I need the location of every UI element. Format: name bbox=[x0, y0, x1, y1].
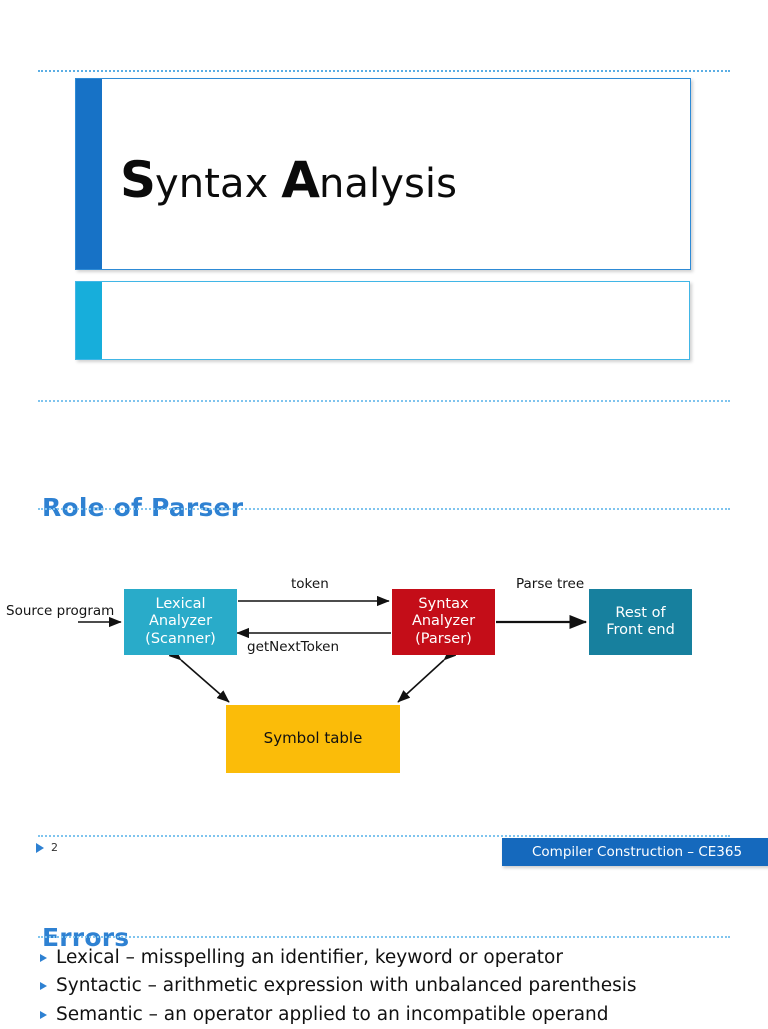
page-number: 2 bbox=[51, 841, 58, 854]
arrow-lexical-symbol bbox=[168, 648, 230, 703]
triangle-bullet-icon bbox=[40, 1010, 47, 1019]
list-item: Semantic – an operator applied to an inc… bbox=[40, 1001, 750, 1029]
diagram-box-lexical-analyzer: Lexical Analyzer (Scanner) bbox=[124, 589, 237, 655]
list-item: Syntactic – arithmetic expression with u… bbox=[40, 972, 750, 1000]
title-slide: Syntax Analysis bbox=[0, 0, 768, 410]
list-item-label: Syntactic – arithmetic expression with u… bbox=[56, 975, 637, 997]
title-main-box: Syntax Analysis bbox=[75, 78, 691, 270]
triangle-bullet-icon bbox=[36, 842, 44, 853]
errors-slide: Errors Lexical – misspelling an identifi… bbox=[0, 880, 768, 1025]
parser-footer-divider bbox=[38, 835, 730, 837]
diagram-box-syntax-analyzer: Syntax Analyzer (Parser) bbox=[392, 589, 495, 655]
title-rest-syntax: yntax bbox=[155, 161, 269, 207]
label-parse-tree: Parse tree bbox=[516, 576, 585, 592]
parser-section-heading: Role of Parser bbox=[42, 492, 244, 522]
title-rest-analysis: nalysis bbox=[318, 161, 458, 207]
title-cap-s: S bbox=[120, 151, 156, 209]
course-badge: Compiler Construction – CE365 bbox=[502, 838, 768, 866]
triangle-bullet-icon bbox=[40, 982, 47, 991]
page-number-group: 2 bbox=[36, 841, 58, 854]
list-item-label: Semantic – an operator applied to an inc… bbox=[56, 1003, 609, 1025]
title-accent-bar-sub bbox=[76, 282, 102, 359]
errors-heading-underline bbox=[38, 936, 730, 938]
label-token: token bbox=[291, 576, 329, 592]
diagram-box-symbol-table: Symbol table bbox=[226, 705, 400, 773]
arrow-syntax-symbol bbox=[397, 648, 457, 703]
list-item: Lexical – misspelling an identifier, key… bbox=[40, 944, 750, 972]
title-accent-bar-main bbox=[76, 79, 102, 269]
parser-heading-underline bbox=[38, 508, 730, 510]
parser-top-divider bbox=[38, 400, 730, 402]
title-top-divider bbox=[38, 70, 730, 72]
label-source-program: Source program bbox=[6, 603, 115, 619]
list-item-label: Lexical – misspelling an identifier, key… bbox=[56, 947, 563, 968]
parser-flow-diagram: Source program token getNextToken Parse … bbox=[0, 565, 768, 805]
label-get-next-token: getNextToken bbox=[247, 639, 340, 655]
diagram-box-rest-of-front-end: Rest of Front end bbox=[589, 589, 692, 655]
role-of-parser-slide: Role of Parser Source program bbox=[0, 400, 768, 875]
page-title: Syntax Analysis bbox=[120, 155, 457, 205]
triangle-bullet-icon bbox=[40, 954, 47, 962]
title-subtitle-box bbox=[75, 281, 690, 360]
errors-bullet-list: Lexical – misspelling an identifier, key… bbox=[40, 944, 750, 1029]
diagram-arrows-svg bbox=[78, 595, 588, 703]
title-cap-a: A bbox=[281, 151, 320, 209]
title-space bbox=[268, 161, 281, 207]
